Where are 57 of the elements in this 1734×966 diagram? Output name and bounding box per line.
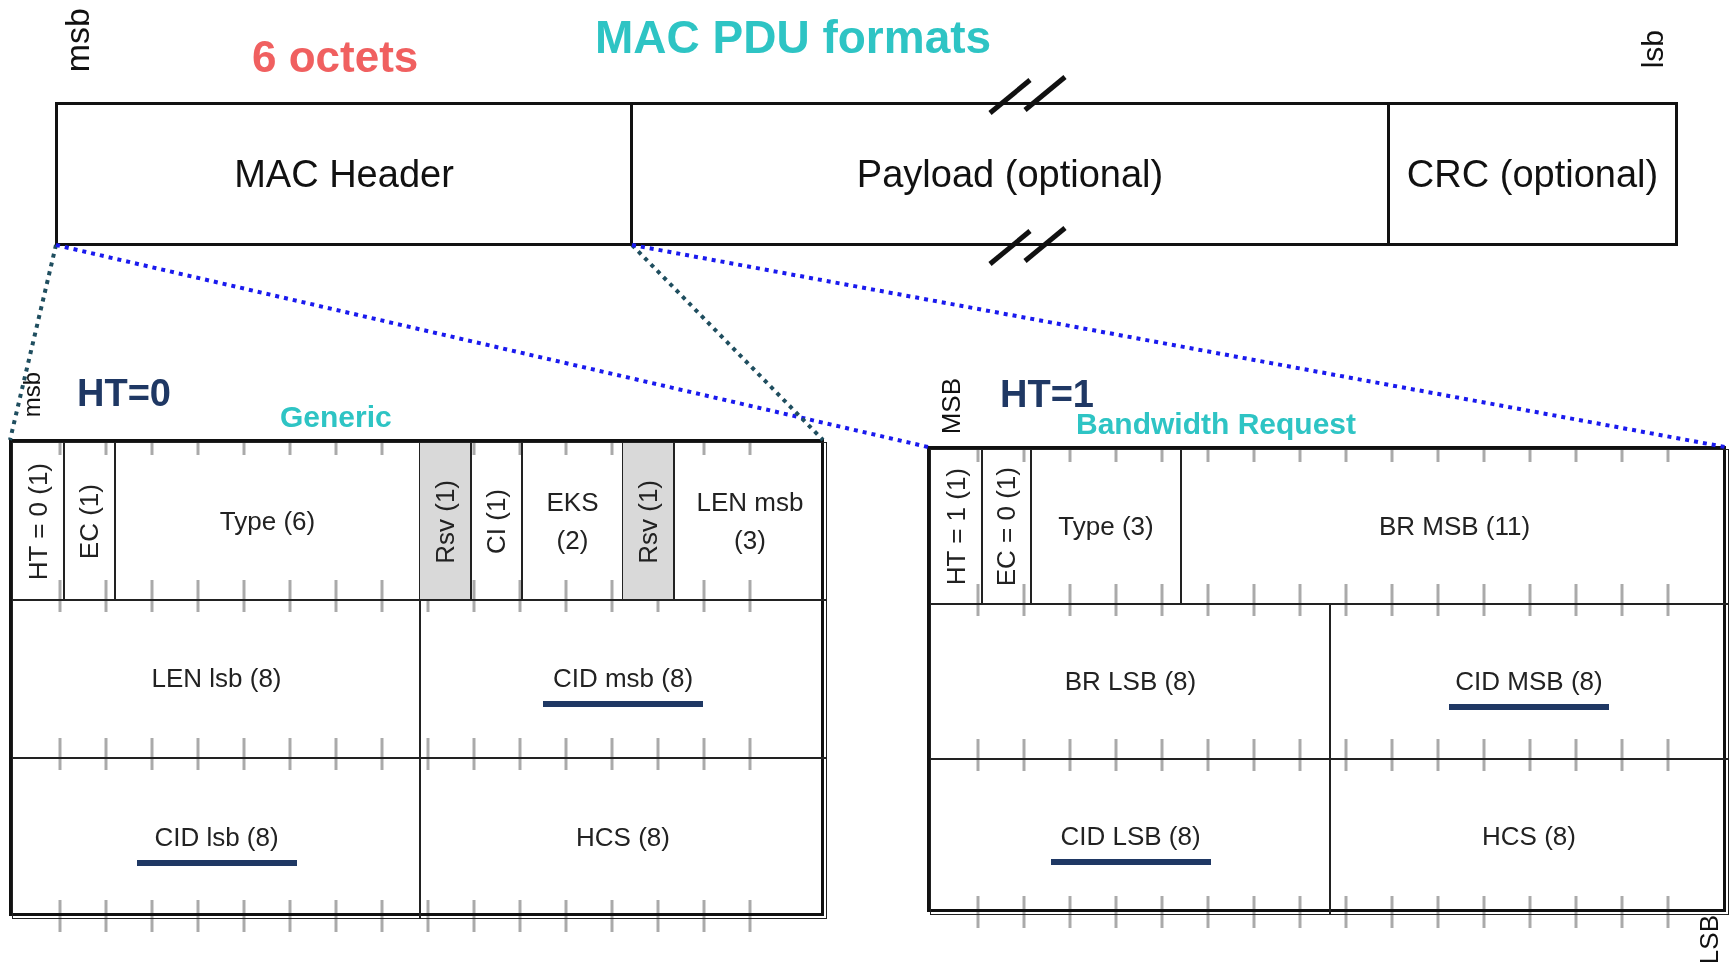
field-label: Rsv (1) bbox=[428, 479, 461, 564]
field-label: Type (6) bbox=[219, 504, 316, 538]
field-label: HCS (8) bbox=[576, 821, 670, 855]
field-label: CID msb (8) bbox=[552, 662, 694, 696]
bit-order-label: msb bbox=[58, 8, 97, 73]
table-heading: HT=0 bbox=[77, 372, 171, 415]
field-label: Rsv (1) bbox=[631, 479, 664, 564]
bit-field-cell bbox=[1329, 603, 1729, 760]
bit-field-cell bbox=[63, 442, 116, 601]
pdu-field-box bbox=[1387, 102, 1678, 246]
bit-field-cell bbox=[930, 603, 1331, 760]
field-label: HT = 0 (1) bbox=[21, 462, 54, 581]
pdu-field-box bbox=[55, 102, 633, 246]
expansion-line bbox=[8, 244, 58, 441]
bit-field-cell bbox=[981, 449, 1032, 605]
bit-field-cell bbox=[673, 442, 827, 601]
field-label: BR LSB (8) bbox=[1064, 664, 1197, 698]
field-label: MAC Header bbox=[234, 152, 454, 196]
field-label: CID MSB (8) bbox=[1455, 664, 1603, 698]
field-label: CID LSB (8) bbox=[1060, 819, 1201, 853]
field-label: EC (1) bbox=[72, 483, 105, 560]
expansion-line bbox=[630, 243, 825, 442]
field-label: LEN msb (3) bbox=[695, 485, 805, 557]
bit-field-cell bbox=[12, 599, 421, 759]
expansion-line bbox=[631, 243, 1726, 449]
bit-field-cell bbox=[12, 757, 421, 919]
bit-order-label: LSB bbox=[1694, 915, 1725, 965]
bit-field-cell bbox=[622, 442, 675, 601]
bit-field-cell bbox=[419, 757, 827, 919]
bit-field-cell bbox=[419, 442, 472, 601]
bit-field-cell bbox=[470, 442, 523, 601]
pdu-field-box bbox=[630, 102, 1390, 246]
bit-field-cell bbox=[12, 442, 65, 601]
field-label: Payload (optional) bbox=[856, 152, 1164, 196]
field-label: CID lsb (8) bbox=[154, 821, 279, 855]
expansion-line bbox=[55, 243, 929, 449]
bit-order-label: msb bbox=[18, 372, 46, 418]
field-label: CRC (optional) bbox=[1406, 152, 1659, 196]
field-label: EKS (2) bbox=[545, 485, 600, 557]
bit-order-label: lsb bbox=[1636, 30, 1670, 69]
field-label: LEN lsb (8) bbox=[151, 662, 282, 696]
field-label: CI (1) bbox=[479, 489, 512, 554]
field-label: EC = 0 (1) bbox=[989, 467, 1022, 587]
bit-field-cell bbox=[930, 758, 1331, 915]
field-label: BR MSB (11) bbox=[1378, 510, 1531, 544]
size-annotation: 6 octets bbox=[252, 32, 419, 82]
bit-field-cell bbox=[1329, 758, 1729, 915]
field-label: HCS (8) bbox=[1482, 819, 1576, 853]
diagram-title: MAC PDU formats bbox=[595, 10, 992, 64]
bit-field-cell bbox=[930, 449, 983, 605]
field-label: Type (3) bbox=[1058, 510, 1154, 544]
table-subheading: Generic bbox=[280, 400, 392, 434]
bit-field-cell bbox=[419, 599, 827, 759]
bit-order-label: MSB bbox=[936, 378, 967, 435]
bit-field-cell bbox=[1180, 449, 1729, 605]
bit-field-cell bbox=[1030, 449, 1182, 605]
field-label: HT = 1 (1) bbox=[939, 468, 972, 586]
